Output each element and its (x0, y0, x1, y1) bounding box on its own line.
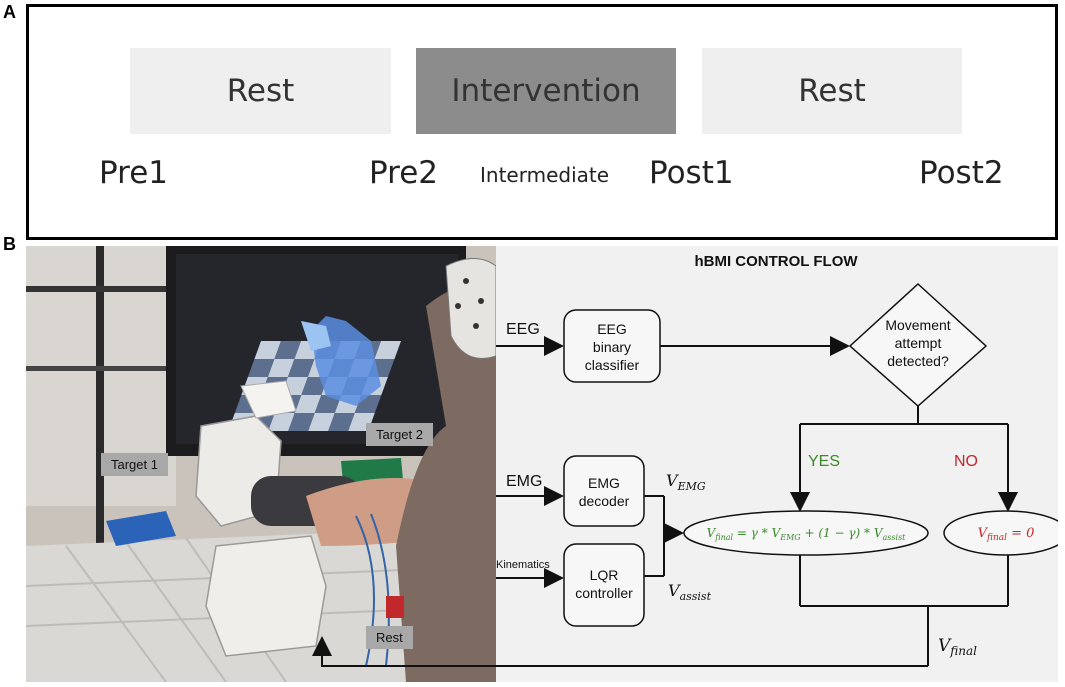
lqr-controller-line2: controller (575, 585, 633, 601)
kinematics-input-label: Kinematics (496, 559, 550, 571)
timeline-panel: Rest Intervention Rest Pre1 Pre2 Interme… (26, 4, 1058, 240)
target-2-label: Target 2 (366, 423, 433, 446)
panel-b-letter: B (3, 234, 16, 254)
no-equation-ellipse (943, 510, 1065, 556)
lqr-controller-box (563, 543, 645, 627)
timepoint-post2: Post2 (919, 155, 1004, 191)
v-final-label: Vfinal (938, 636, 977, 658)
no-label: NO (954, 453, 978, 470)
checker-square (247, 359, 275, 377)
checker-square (374, 341, 401, 359)
decision-line3: detected? (887, 353, 949, 369)
rest-block-2: Rest (702, 48, 962, 134)
timepoint-intermediate: Intermediate (480, 163, 610, 187)
eeg-classifier-line3: classifier (585, 357, 640, 373)
flow-title: hBMI CONTROL FLOW (694, 253, 858, 270)
rest-block-1: Rest (130, 48, 391, 134)
emg-input-label: EMG (506, 473, 542, 490)
checker-square (294, 395, 322, 413)
rest-label: Rest (366, 626, 413, 649)
robot-scene-illustration (26, 246, 496, 682)
checker-square (314, 395, 342, 413)
control-flow-diagram: hBMI CONTROL FLOW EEG EEG binary classif… (376, 253, 1065, 666)
checker-square (254, 341, 281, 359)
eeg-classifier-line2: binary (593, 339, 631, 355)
checker-square (267, 359, 295, 377)
lqr-controller-line1: LQR (590, 567, 619, 583)
yes-equation-ellipse (683, 510, 929, 556)
yes-equation: Vfinal = γ * VEMG + (1 − γ) * Vassist (707, 526, 907, 542)
emg-decoder-line2: decoder (579, 493, 630, 509)
decision-line1: Movement (885, 317, 950, 333)
control-flow-panel: hBMI CONTROL FLOW EEG EEG binary classif… (376, 246, 1065, 682)
checker-square (288, 413, 315, 431)
checker-square (287, 359, 315, 377)
eeg-input-label: EEG (506, 321, 540, 338)
decision-line2: attempt (895, 335, 942, 351)
v-assist-label: Vassist (668, 581, 712, 603)
checker-square (268, 413, 295, 431)
timepoint-pre1: Pre1 (99, 155, 169, 191)
checker-square (328, 413, 355, 431)
emg-decoder-line1: EMG (588, 475, 620, 491)
v-emg-label: VEMG (666, 471, 706, 493)
timepoint-pre2: Pre2 (369, 155, 439, 191)
panel-a-letter: A (3, 2, 16, 22)
timepoint-post1: Post1 (649, 155, 734, 191)
checker-square (308, 413, 335, 431)
target-1-label: Target 1 (101, 453, 168, 476)
emg-decoder-box (563, 455, 645, 527)
eeg-classifier-line1: EEG (597, 321, 627, 337)
no-equation: Vfinal = 0 (978, 526, 1035, 543)
robot-photo: Target 1 Target 2 Rest (26, 246, 496, 682)
checker-square (274, 341, 301, 359)
intervention-block: Intervention (416, 48, 676, 134)
yes-label: YES (808, 453, 840, 470)
